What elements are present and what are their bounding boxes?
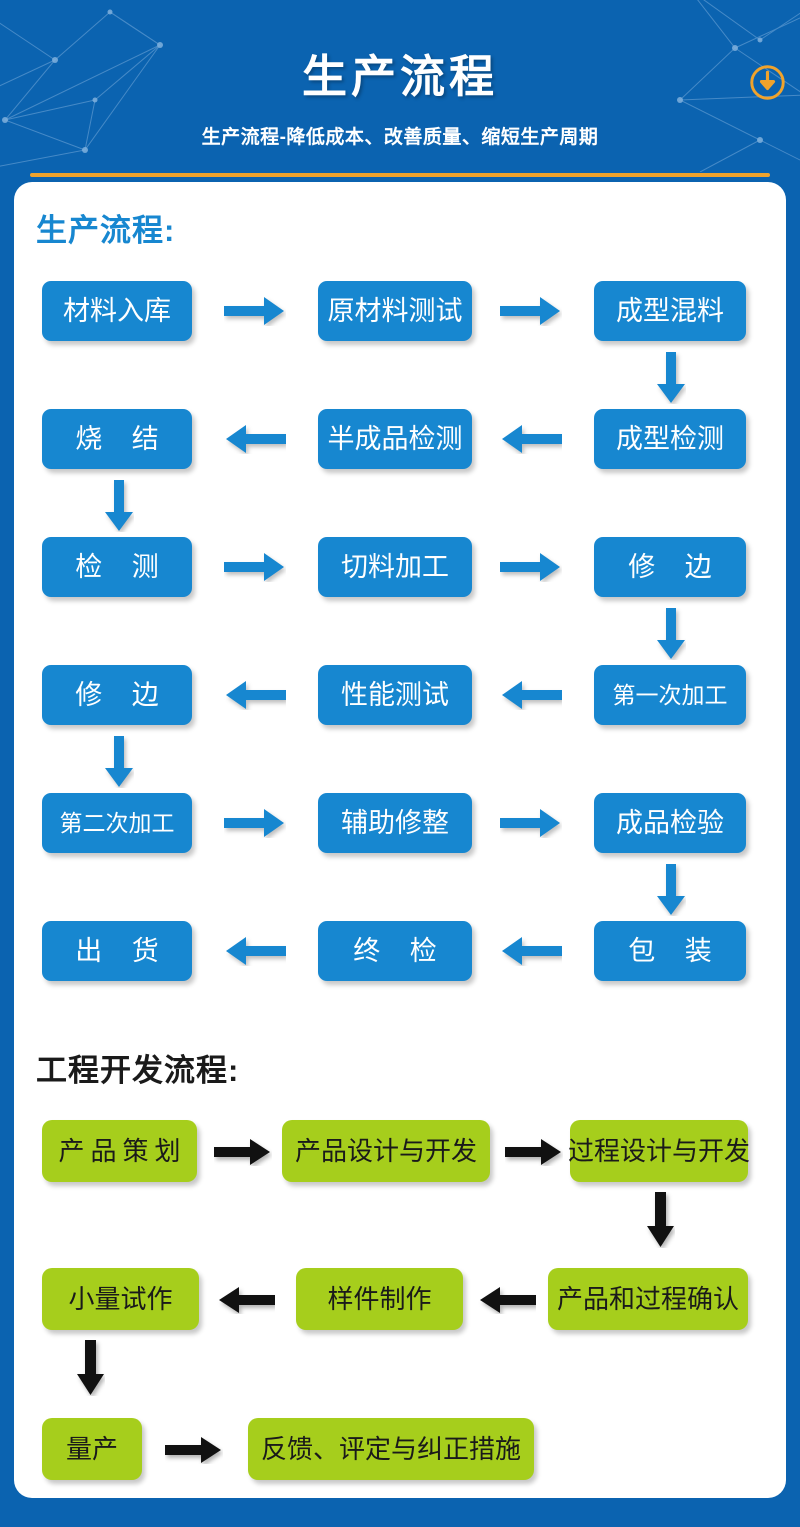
arrow-down-5 <box>656 864 686 916</box>
page-header: 生产流程 生产流程-降低成本、改善质量、缩短生产周期 <box>0 0 800 172</box>
arrow-left-g1 <box>478 1286 536 1314</box>
flow-node-trimming-2[interactable]: 修 边 <box>42 665 192 725</box>
flow-node-second-processing[interactable]: 第二次加工 <box>42 793 192 853</box>
arrow-right-g2 <box>505 1138 563 1166</box>
flow-node-auxiliary-dressing[interactable]: 辅助修整 <box>318 793 472 853</box>
header-divider-rule <box>30 173 770 177</box>
flow-node-cutting-processing[interactable]: 切料加工 <box>318 537 472 597</box>
dev-node-product-planning[interactable]: 产品策划 <box>42 1120 197 1182</box>
arrow-right-3 <box>224 552 286 582</box>
flow-node-raw-material-test[interactable]: 原材料测试 <box>318 281 472 341</box>
arrow-right-g3 <box>165 1436 223 1464</box>
dev-node-process-design-development[interactable]: 过程设计与开发 <box>568 1120 750 1182</box>
arrow-left-1 <box>500 424 562 454</box>
flow-node-forming-inspection[interactable]: 成型检测 <box>594 409 746 469</box>
arrow-down-g1 <box>645 1192 675 1248</box>
page-subtitle: 生产流程-降低成本、改善质量、缩短生产周期 <box>201 127 599 148</box>
page-title: 生产流程 <box>301 51 498 102</box>
flow-node-semi-finished-inspection[interactable]: 半成品检测 <box>318 409 472 469</box>
arrow-left-g2 <box>217 1286 275 1314</box>
dev-node-feedback-assessment-corrective-action[interactable]: 反馈、评定与纠正措施 <box>248 1418 534 1480</box>
flow-node-trimming-1[interactable]: 修 边 <box>594 537 746 597</box>
arrow-left-4 <box>224 680 286 710</box>
flow-node-forming-mixing[interactable]: 成型混料 <box>594 281 746 341</box>
flow-node-first-processing[interactable]: 第一次加工 <box>594 665 746 725</box>
flow-node-inspection[interactable]: 检 测 <box>42 537 192 597</box>
arrow-right-g1 <box>214 1138 272 1166</box>
arrow-down-g2 <box>75 1340 105 1396</box>
arrow-down-4 <box>104 736 134 788</box>
dev-node-mass-production[interactable]: 量产 <box>42 1418 142 1480</box>
flow-node-shipment[interactable]: 出 货 <box>42 921 192 981</box>
flow-node-material-warehousing[interactable]: 材料入库 <box>42 281 192 341</box>
flow-node-packaging[interactable]: 包 装 <box>594 921 746 981</box>
section-heading-production: 生产流程: <box>36 213 176 248</box>
arrow-left-5 <box>500 936 562 966</box>
dev-node-product-design-development[interactable]: 产品设计与开发 <box>282 1120 490 1182</box>
dev-node-sample-fabrication[interactable]: 样件制作 <box>296 1268 463 1330</box>
arrow-down-3 <box>656 608 686 660</box>
flow-node-performance-test[interactable]: 性能测试 <box>318 665 472 725</box>
dev-node-small-batch-trial[interactable]: 小量试作 <box>42 1268 199 1330</box>
section-heading-engineering: 工程开发流程: <box>36 1053 240 1088</box>
download-circle-icon[interactable] <box>749 64 786 101</box>
arrow-left-2 <box>224 424 286 454</box>
arrow-right-2 <box>500 296 562 326</box>
arrow-down-1 <box>656 352 686 404</box>
flow-node-sintering[interactable]: 烧 结 <box>42 409 192 469</box>
arrow-left-6 <box>224 936 286 966</box>
arrow-left-3 <box>500 680 562 710</box>
arrow-right-4 <box>500 552 562 582</box>
arrow-down-2 <box>104 480 134 532</box>
arrow-right-5 <box>224 808 286 838</box>
dev-node-product-process-validation[interactable]: 产品和过程确认 <box>548 1268 748 1330</box>
arrow-right-1 <box>224 296 286 326</box>
flow-node-finished-product-inspection[interactable]: 成品检验 <box>594 793 746 853</box>
flow-node-final-inspection[interactable]: 终 检 <box>318 921 472 981</box>
arrow-right-6 <box>500 808 562 838</box>
